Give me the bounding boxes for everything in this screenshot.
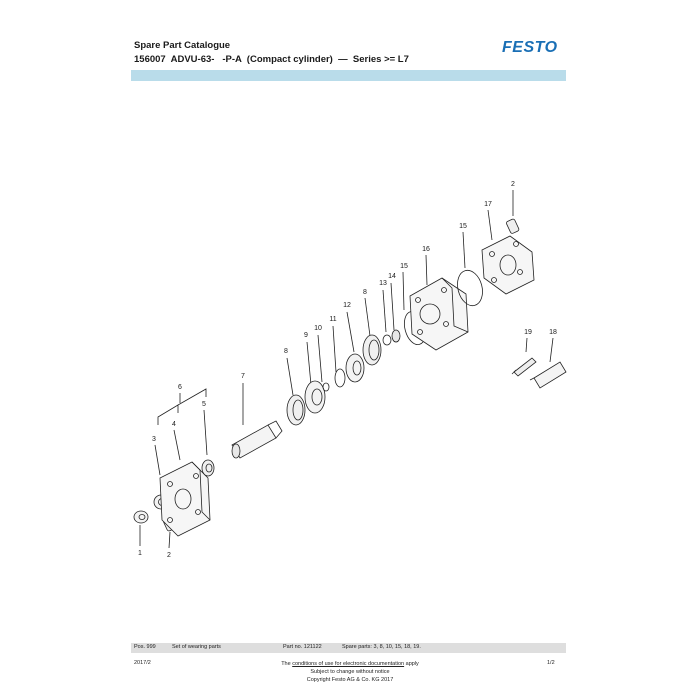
grease-tube-part18 (529, 361, 567, 389)
leader-19 (525, 337, 528, 353)
label-part10: 10 (314, 325, 322, 332)
piston-part9 (304, 380, 326, 414)
footer-spare-parts: Spare parts: 3, 8, 10, 15, 18, 19. (342, 644, 421, 650)
product-subtitle: 156007 ADVU-63- -P-A (Compact cylinder) … (134, 54, 409, 65)
bush-part5 (201, 459, 215, 477)
label-part11: 11 (329, 316, 336, 323)
end-cap-part17 (481, 235, 535, 295)
leader-18 (549, 337, 554, 363)
label-part15b: 15 (459, 223, 467, 230)
leader-8a (286, 357, 294, 396)
leader-13 (382, 289, 387, 333)
footer-date: 2017/2 (134, 660, 151, 666)
label-part2a: 2 (167, 552, 171, 559)
festo-logo: FESTO (502, 39, 558, 56)
seal-part8b (362, 334, 382, 366)
label-part8b: 8 (363, 289, 367, 296)
small-parts-13-14 (382, 329, 401, 346)
leader-5 (203, 409, 208, 456)
nut-part1 (133, 510, 149, 524)
leader-15b (462, 231, 466, 269)
leader-8b (364, 297, 371, 337)
footer-notice-line2: Subject to change without notice (310, 669, 390, 675)
catalogue-title: Spare Part Catalogue (134, 40, 231, 51)
leader-11 (332, 325, 337, 373)
leader-4 (173, 429, 181, 461)
leader-12 (346, 311, 355, 353)
label-part9: 9 (304, 332, 308, 339)
leader-17 (487, 209, 493, 241)
pin-part19 (511, 357, 537, 377)
leader-3 (154, 444, 161, 476)
piston-rod-part7 (231, 420, 283, 459)
leader-14 (390, 282, 395, 331)
leader-15a (402, 271, 405, 311)
label-part1: 1 (138, 550, 142, 557)
footer-band (131, 643, 566, 653)
oring-part10 (322, 382, 330, 392)
bracket-part6 (157, 388, 207, 425)
leader-9 (306, 341, 312, 386)
oring-part15b (457, 269, 483, 307)
label-part7: 7 (241, 373, 245, 380)
seal-part8a (286, 394, 306, 426)
disc-part12 (345, 353, 365, 383)
label-part15a: 15 (400, 263, 408, 270)
footer-part-no: Part no. 121122 (283, 644, 322, 650)
cover-plate-part4 (159, 461, 211, 537)
label-part5: 5 (202, 401, 206, 408)
header-band (131, 70, 566, 81)
magnet-ring-part11 (334, 368, 346, 388)
footer-page-number: 1/2 (547, 660, 555, 666)
footer-notice-line3: Copyright Festo AG & Co. KG 2017 (306, 677, 394, 683)
label-part13: 13 (379, 280, 387, 287)
screw-part2-top (506, 218, 520, 234)
label-part17: 17 (484, 201, 492, 208)
label-part6: 6 (178, 384, 182, 391)
conditions-link[interactable]: conditions of use for electronic documen… (292, 661, 405, 667)
leader-16 (425, 254, 428, 286)
label-part18: 18 (549, 329, 557, 336)
barrel-part16 (409, 277, 469, 351)
footer-pos: Pos. 999 (134, 644, 156, 650)
label-part16: 16 (422, 246, 430, 253)
label-part2b: 2 (511, 181, 515, 188)
leader-10 (317, 334, 323, 383)
label-part12: 12 (343, 302, 351, 309)
leader-2a (168, 531, 171, 549)
label-part14: 14 (388, 273, 396, 280)
footer-set-label: Set of wearing parts (172, 644, 221, 650)
label-part3: 3 (152, 436, 156, 443)
label-part4: 4 (172, 421, 176, 428)
footer-notice: The conditions of use for electronic doc… (200, 660, 500, 684)
label-part19: 19 (524, 329, 532, 336)
label-part8a: 8 (284, 348, 288, 355)
